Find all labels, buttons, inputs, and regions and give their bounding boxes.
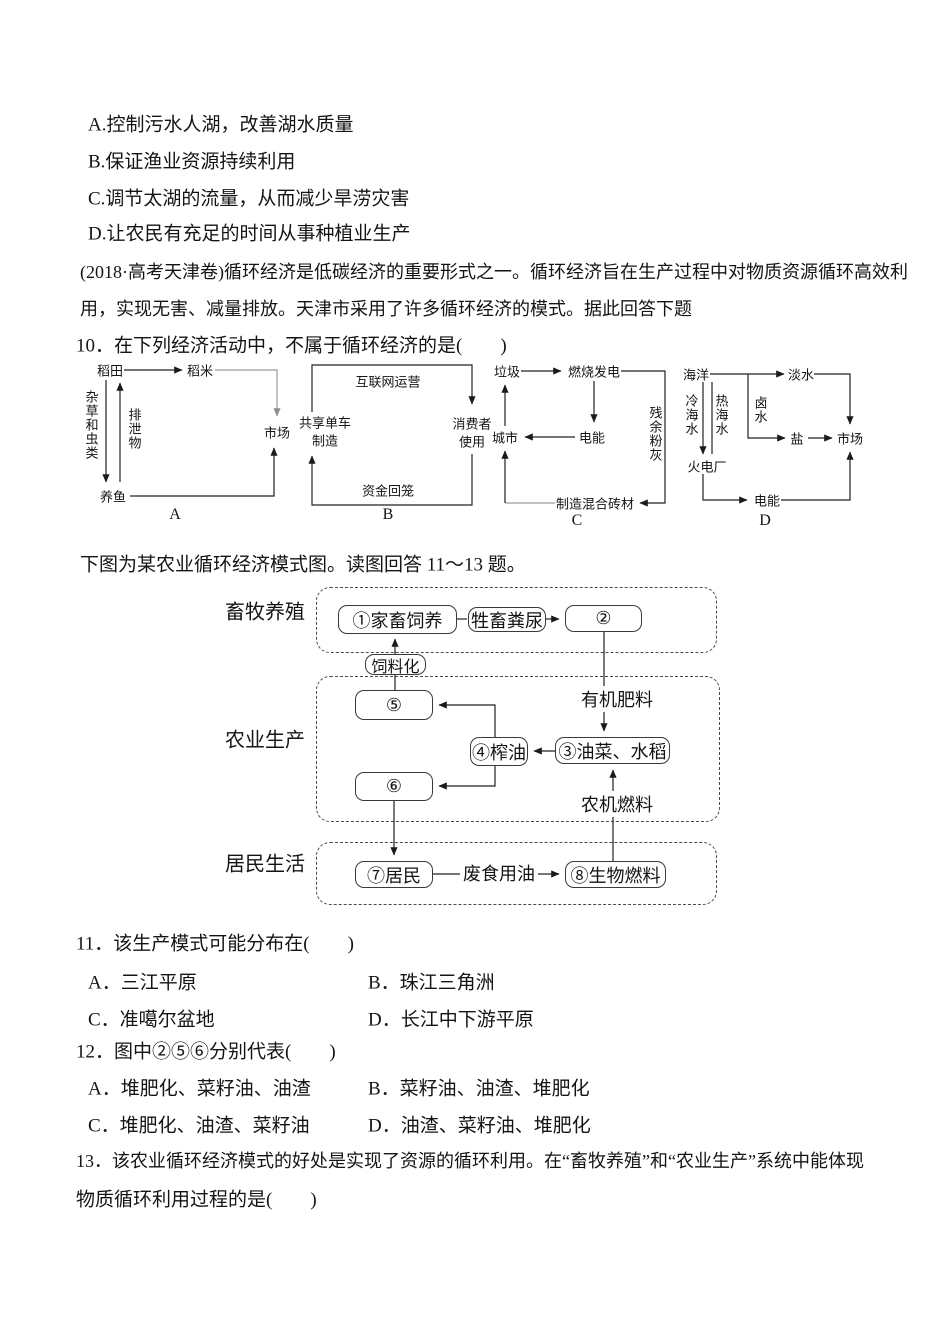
node-6: ⑥ (355, 772, 433, 801)
node-paddy: 稻田 (96, 363, 124, 379)
option-9c: C.调节太湖的流量，从而减少旱涝灾害 (88, 188, 410, 210)
q10-diagram-c: 垃圾 燃烧发电 电能 城市 制造混合砖材 残余粉灰 C (485, 358, 670, 529)
diagram-a-arrows (102, 366, 281, 497)
node-ocean: 海洋 (682, 367, 710, 383)
flow-label-organic-fertilizer: 有机肥料 (578, 686, 656, 712)
label-residual-ash: 残余粉灰 (647, 406, 663, 462)
node-feed-conversion: 饲料化 (365, 654, 426, 676)
node-rice: 稻米 (186, 363, 214, 379)
node-1-livestock-raising: ①家畜饲养 (338, 605, 457, 634)
arrow-fresh-market (814, 373, 854, 425)
option-11a: A．三江平原 (88, 972, 197, 994)
diagram-b-arrows (308, 364, 476, 506)
option-12c: C．堆肥化、油渣、菜籽油 (88, 1115, 310, 1137)
intro-line-1: (2018·高考天津卷)循环经济是低碳经济的重要形式之一。循环经济旨在生产过程中… (80, 262, 908, 282)
question-12-stem: 12．图中②⑤⑥分别代表( ) (76, 1041, 336, 1063)
node-3-rapeseed-rice: ③油菜、水稻 (555, 737, 670, 764)
question-10-stem: 10．在下列经济活动中，不属于循环经济的是( ) (76, 335, 507, 357)
label-hot-seawater: 热海水 (713, 394, 729, 436)
node-consumer-line2: 使用 (458, 434, 486, 449)
option-9b: B.保证渔业资源持续利用 (88, 151, 296, 173)
flow-label-machine-fuel: 农机燃料 (578, 791, 656, 817)
arrow-brine-salt (747, 374, 786, 442)
node-consumer: 消费者 使用 (452, 415, 491, 450)
caption-a: A (169, 506, 181, 523)
option-11b: B．珠江三角洲 (368, 972, 495, 994)
arrow-n4-n6 (438, 766, 496, 790)
question-13-line2: 物质循环利用过程的是( ) (76, 1189, 317, 1211)
node-freshwater: 淡水 (787, 367, 815, 383)
label-capital-return: 资金回笼 (361, 483, 415, 499)
section-box-livestock (316, 587, 717, 653)
node-garbage: 垃圾 (493, 364, 521, 380)
node-bike-maker-line1: 共享单车 (298, 415, 352, 431)
node-city: 城市 (491, 430, 519, 446)
node-incineration: 燃烧发电 (567, 364, 621, 380)
node-electric-power-d: 电能 (753, 493, 781, 509)
agri-intro-line: 下图为某农业循环经济模式图。读图回答 11～13 题。 (80, 554, 526, 576)
node-electric-power: 电能 (578, 430, 606, 446)
arrow-power-market (781, 451, 854, 501)
node-bricks: 制造混合砖材 (555, 496, 635, 512)
arrow-rice-market (215, 369, 281, 417)
node-consumer-line1: 消费者 (452, 416, 492, 432)
node-manure: 牲畜粪尿 (468, 607, 546, 632)
option-9a: A.控制污水人湖，改善湖水质量 (88, 114, 354, 136)
node-thermal-plant: 火电厂 (687, 459, 727, 475)
label-weeds-insects: 杂草和虫类 (83, 390, 99, 460)
label-internet-ops: 互联网运营 (355, 374, 421, 390)
option-11c: C．准噶尔盆地 (88, 1009, 215, 1031)
option-12b: B．菜籽油、油渣、堆肥化 (368, 1078, 590, 1100)
arrow-internet-loop (311, 364, 476, 412)
section-label-farming: 农业生产 (225, 729, 305, 752)
label-excreta: 排泄物 (126, 408, 142, 450)
arrow-fish-market (130, 447, 278, 497)
q10-diagram-d: 海洋 淡水 市场 盐 火电厂 电能 冷海水 热海水 卤水 D (672, 358, 882, 530)
arrow-n4-n5 (438, 701, 496, 737)
node-salt: 盐 (790, 431, 804, 447)
arrow-plant-power (702, 474, 748, 504)
section-box-residents (316, 842, 717, 905)
q10-diagram-b: 共享单车 制造 消费者 使用 互联网运营 资金回笼 B (295, 358, 495, 523)
option-12d: D．油渣、菜籽油、堆肥化 (368, 1115, 591, 1137)
option-12a: A．堆肥化、菜籽油、油渣 (88, 1078, 311, 1100)
q10-diagram-a: 稻田 稻米 市场 养鱼 杂草和虫类 排泄物 A (78, 358, 293, 524)
arrow-capital-loop (308, 454, 473, 506)
node-8-biofuel: ⑧生物燃料 (565, 861, 666, 888)
label-brine: 卤水 (752, 396, 768, 424)
caption-d: D (759, 512, 771, 529)
question-11-stem: 11．该生产模式可能分布在( ) (76, 933, 354, 955)
section-label-residents: 居民生活 (225, 853, 305, 876)
node-market-d: 市场 (836, 431, 864, 447)
caption-b: B (382, 506, 394, 523)
option-11d: D．长江中下游平原 (368, 1009, 534, 1031)
arrow-ash-bricks (621, 370, 666, 507)
question-13-line1: 13．该农业循环经济模式的好处是实现了资源的循环利用。在“畜牧养殖”和“农业生产… (76, 1151, 864, 1171)
node-4-oil-pressing: ④榨油 (470, 737, 528, 766)
section-label-livestock: 畜牧养殖 (225, 601, 305, 624)
node-bike-maker: 共享单车 制造 (299, 414, 351, 449)
node-fish: 养鱼 (99, 489, 127, 505)
option-9d: D.让农民有充足的时间从事种植业生产 (88, 223, 411, 245)
diagram-d-arrows (699, 370, 854, 504)
section-box-farming (316, 676, 720, 822)
intro-line-2: 用，实现无害、减量排放。天津市采用了许多循环经济的模式。据此回答下题 (80, 299, 692, 319)
node-7-residents: ⑦居民 (355, 861, 433, 888)
node-bike-maker-line2: 制造 (311, 433, 339, 448)
diagram-c-arrows (501, 367, 666, 507)
node-2: ② (565, 605, 642, 632)
label-cold-seawater: 冷海水 (683, 394, 699, 436)
node-market: 市场 (263, 425, 291, 441)
node-5: ⑤ (355, 690, 433, 720)
agri-diagram: 畜牧养殖 农业生产 居民生活 有机肥料 农机燃料 废食用油 ①家畜饲养 牲畜粪尿… (225, 582, 725, 912)
caption-c: C (571, 512, 583, 529)
flow-label-waste-oil: 废食用油 (460, 860, 538, 886)
